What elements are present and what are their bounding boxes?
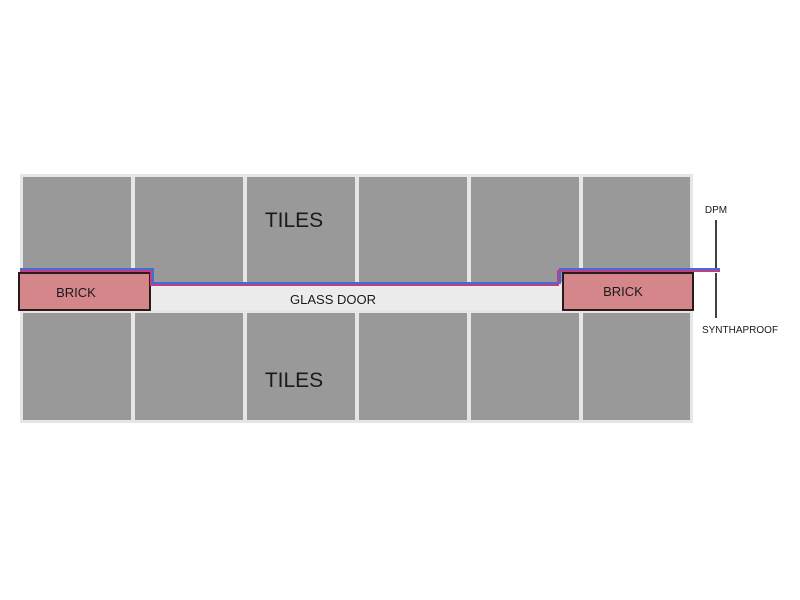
tile bbox=[471, 177, 579, 282]
tiles-bottom-label: TILES bbox=[265, 369, 323, 392]
tile bbox=[583, 313, 690, 420]
dpm-membrane-line bbox=[20, 268, 720, 284]
glass-door-gap bbox=[150, 286, 563, 310]
synthaproof-label: SYNTHAPROOF bbox=[702, 325, 778, 336]
tile bbox=[247, 177, 355, 282]
brick-right-label: BRICK bbox=[603, 284, 643, 299]
tile bbox=[247, 313, 355, 420]
tile bbox=[23, 313, 131, 420]
tile bbox=[135, 177, 243, 282]
tile bbox=[23, 177, 131, 282]
top-tile-row bbox=[23, 177, 690, 282]
tiles-top-label: TILES bbox=[265, 209, 323, 232]
bottom-tile-row bbox=[23, 313, 690, 420]
brick-left-label: BRICK bbox=[56, 285, 96, 300]
tile bbox=[359, 313, 467, 420]
brick-right bbox=[562, 272, 694, 311]
tile bbox=[359, 177, 467, 282]
tile bbox=[135, 313, 243, 420]
synthaproof-membrane-line bbox=[20, 270, 720, 286]
glass-door-label: GLASS DOOR bbox=[290, 292, 376, 307]
tile bbox=[471, 313, 579, 420]
brick-left bbox=[18, 272, 151, 311]
tile bbox=[583, 177, 690, 282]
dpm-label: DPM bbox=[705, 205, 727, 216]
